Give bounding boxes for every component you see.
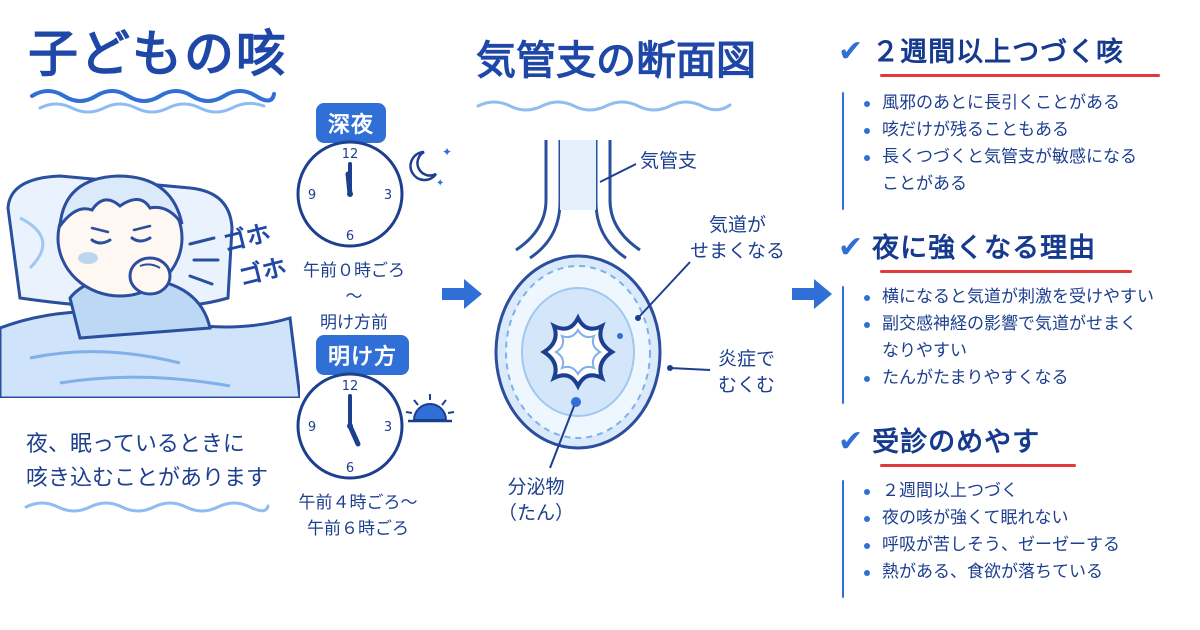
child-caption: 夜、眠っているときに 咳き込むことがあります (26, 428, 268, 496)
arrow-right-icon (792, 279, 832, 309)
list-item: 呼吸が苦しそう、ゼーゼーする (862, 532, 1192, 559)
checkmark-icon: ✔ (838, 230, 865, 265)
clock-midnight-time-line1: 午前０時ごろ～ (303, 261, 405, 307)
clock-numeral: 3 (384, 420, 392, 435)
svg-text:✦: ✦ (442, 145, 452, 159)
list-item: 長くつづくと気管支が敏感になる (862, 144, 1192, 171)
list-item: ２週間以上つづく (862, 478, 1192, 505)
label-bronchus: 気管支 (640, 150, 698, 172)
list-item: 横になると気道が刺激を受けやすい (862, 284, 1192, 311)
clock-midnight-time: 午前０時ごろ～ 明け方前 (296, 258, 412, 336)
sunrise-icon (405, 394, 455, 423)
list-item: 熱がある、食欲が落ちている (862, 559, 1192, 586)
section-line (842, 286, 844, 404)
clock-numeral: 9 (308, 420, 316, 435)
clock-dawn-time: 午前４時ごろ～ 午前６時ごろ (296, 490, 420, 542)
section-heading-long-cough: ✔２週間以上つづく咳 (838, 30, 1124, 69)
label-airway-narrows-line1: 気道が (709, 214, 767, 236)
section-underline (880, 74, 1160, 77)
section-underline (880, 270, 1132, 273)
list-item: 副交感神経の影響で気道がせまく (862, 311, 1192, 338)
section-list-long-cough: 風邪のあとに長引くことがある 咳だけが残ることもある 長くつづくと気管支が敏感に… (862, 90, 1192, 198)
checkmark-icon: ✔ (838, 424, 865, 459)
sleeping-child-illustration (0, 174, 300, 398)
section-heading-long-cough-text: ２週間以上つづく咳 (872, 37, 1125, 68)
list-item: たんがたまりやすくなる (862, 365, 1192, 392)
section-heading-visit-guide-text: 受診のめやす (872, 427, 1041, 458)
section-underline (880, 464, 1076, 467)
child-hand (128, 256, 172, 296)
callout-leader-lines (549, 163, 711, 469)
caption-line-2: 咳き込むことがあります (26, 466, 269, 491)
section-heading-night-reason-text: 夜に強くなる理由 (872, 233, 1097, 264)
badge-dawn: 明け方 (316, 335, 410, 375)
section-line (842, 480, 844, 598)
diagram-title: 気管支の断面図 (476, 38, 756, 84)
clock-midnight-time-line2: 明け方前 (320, 313, 388, 333)
label-airway-narrows-line2: せまくなる (690, 240, 786, 262)
clock-numeral: 12 (342, 379, 359, 394)
list-item-continuation: ことがある (882, 174, 967, 194)
caption-line-1: 夜、眠っているときに (26, 432, 245, 457)
clock-numeral: 6 (346, 229, 354, 244)
diagram-title-wave (476, 100, 732, 112)
page-title: 子どもの咳 (28, 25, 288, 83)
clock-numeral: 6 (346, 461, 354, 476)
section-heading-night-reason: ✔夜に強くなる理由 (838, 226, 1096, 265)
clock-dawn-time-line1: 午前４時ごろ～ (298, 493, 418, 513)
caption-wave-underline (24, 501, 270, 513)
clock-dawn-time-line2: 午前６時ごろ (307, 519, 409, 539)
label-airway-narrows: 気道が せまくなる (690, 212, 785, 264)
clock-numeral: 3 (384, 188, 392, 203)
list-item: 風邪のあとに長引くことがある (862, 90, 1192, 117)
arrow-right-icon (442, 279, 482, 309)
clock-numeral: 9 (308, 188, 316, 203)
label-secretion-line2: （たん） (498, 502, 575, 524)
bronchus-cross-section-diagram (494, 140, 662, 450)
clock-midnight: 12 3 6 9 ✦ ✦ (296, 140, 452, 248)
section-list-night-reason: 横になると気道が刺激を受けやすい 副交感神経の影響で気道がせまく なりやすい た… (862, 284, 1192, 392)
list-item-continuation: なりやすい (882, 341, 967, 361)
list-item: 夜の咳が強くて眠れない (862, 505, 1192, 532)
secretion-dot (571, 397, 581, 407)
clock-dawn: 12 3 6 9 (296, 372, 455, 480)
child-hair (58, 174, 184, 232)
label-inflammation-line2: むくむ (718, 374, 776, 396)
checkmark-icon: ✔ (838, 34, 865, 69)
label-inflammation-line1: 炎症で (718, 348, 776, 370)
moon-icon: ✦ ✦ (409, 145, 452, 189)
label-secretion: 分泌物 （たん） (498, 474, 574, 526)
badge-midnight: 深夜 (316, 103, 387, 143)
section-heading-visit-guide: ✔受診のめやす (838, 420, 1040, 459)
list-item: 咳だけが残ることもある (862, 117, 1192, 144)
label-secretion-line1: 分泌物 (507, 476, 565, 498)
label-inflammation: 炎症で むくむ (718, 346, 775, 398)
title-wave-underline (30, 89, 276, 114)
section-list-visit-guide: ２週間以上つづく 夜の咳が強くて眠れない 呼吸が苦しそう、ゼーゼーする 熱がある… (862, 478, 1192, 586)
section-line (842, 92, 844, 210)
svg-text:✦: ✦ (436, 178, 444, 189)
clock-numeral: 12 (342, 147, 359, 162)
